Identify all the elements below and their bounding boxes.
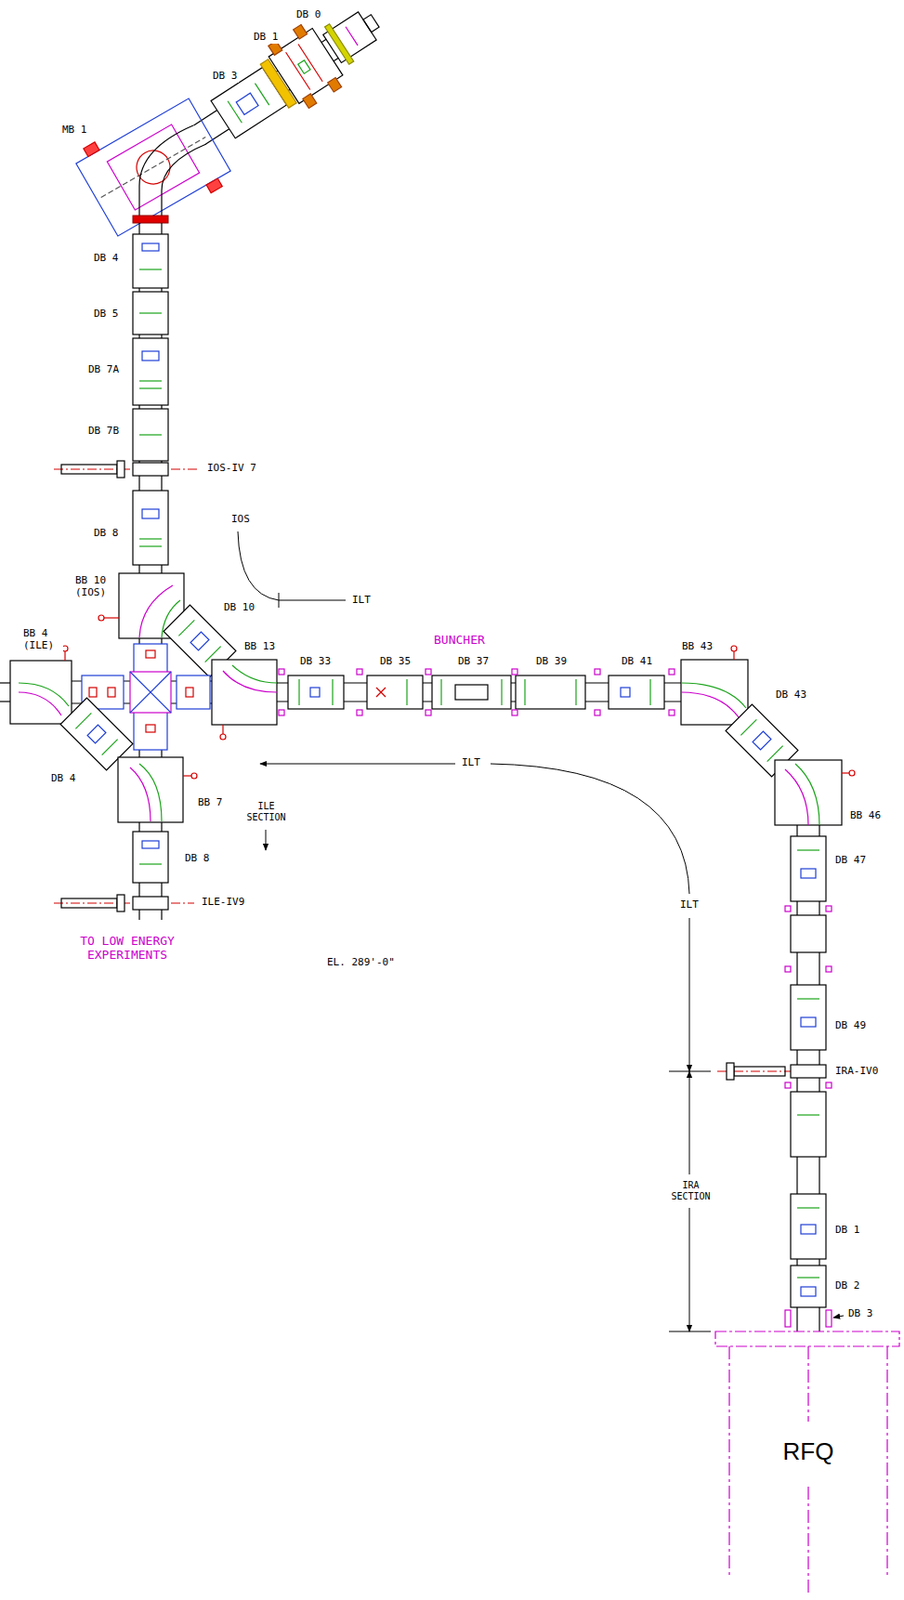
part-label: DB 35 [379,655,412,669]
part-label: DB 8 [92,527,120,540]
part-label: DB 8 [183,852,211,865]
part-label: BB 13 [243,641,276,654]
note-label: BUNCHER [432,633,486,648]
part-label: DB 10 [222,602,256,615]
part-label: ILT [351,594,372,607]
rfq-outline: RFQ [729,1346,888,1579]
part-label: BB 7 [196,797,224,810]
part-label: DB 3 [211,70,239,83]
part-label: BB 10 (IOS) [74,575,116,599]
part-label: DB 7B [87,425,120,438]
part-label: ILT [679,899,700,912]
part-label: DB 49 [834,1020,867,1033]
part-label: ILE SECTION [239,800,293,823]
rfq-wall [728,1346,730,1579]
part-label: DB 41 [620,655,654,669]
part-label: ILT [460,757,482,770]
part-label: DB 4 [92,252,120,265]
part-label: DB 4 [50,772,78,786]
part-label: DB 1 [252,31,280,44]
part-label: BB 46 [849,810,882,823]
part-label: ILE-IV9 [200,896,246,909]
part-label: IRA-IV0 [834,1065,879,1078]
part-label: IOS [230,513,251,526]
part-label: BB 43 [681,641,714,654]
part-label: DB 37 [457,655,490,669]
part-label: DB 39 [535,655,568,669]
part-label: DB 0 [295,9,323,22]
part-label: DB 1 [834,1224,862,1237]
part-label: DB 7A [87,364,120,377]
part-label: EL. 289'-0" [326,956,396,970]
part-label: DB 5 [92,308,120,321]
part-label: DB 2 [834,1280,862,1293]
part-label: DB 33 [299,655,332,669]
part-label: IRA SECTION [664,1179,718,1202]
part-label: IOS-IV 7 [206,462,258,475]
node-text: RFQ [779,1437,839,1467]
note-label: TO LOW ENERGY EXPERIMENTS [68,934,186,963]
part-label: DB 3 [847,1308,875,1321]
part-label: BB 4 (ILE) [22,628,64,652]
part-label: DB 47 [834,854,867,867]
rfq-wall [886,1346,888,1579]
part-label: DB 43 [774,689,808,702]
part-label: MB 1 [61,124,89,137]
